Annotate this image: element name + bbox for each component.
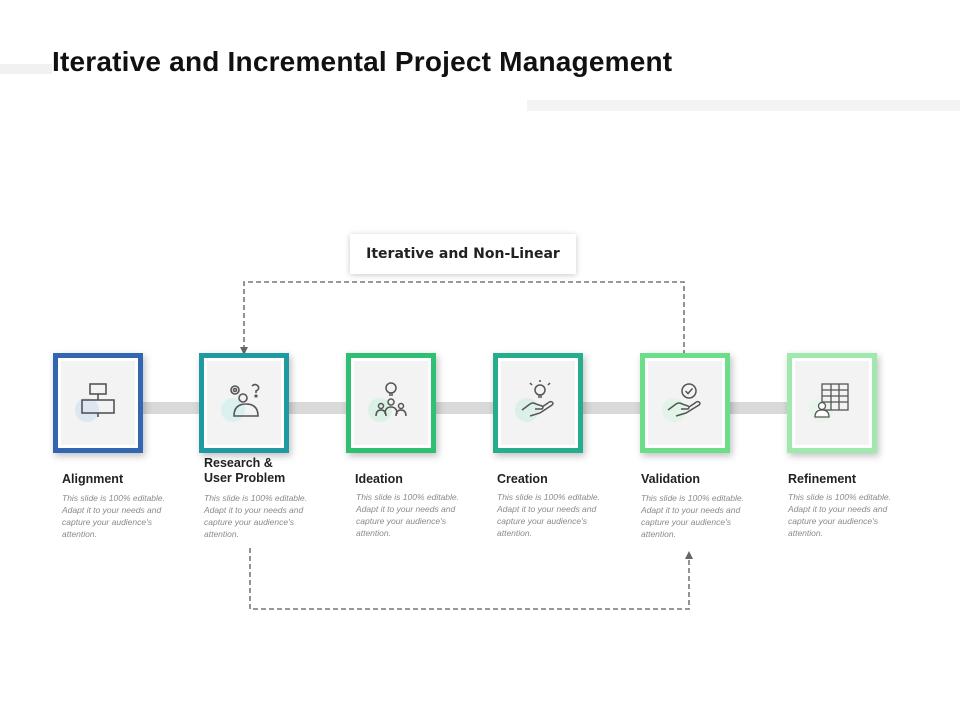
step-validation-box [640,353,730,453]
step-title-validation: Validation [641,472,701,486]
decor-bar-right [527,100,960,111]
step-title-creation: Creation [497,472,548,486]
step-desc-validation: This slide is 100% editable. Adapt it to… [641,493,745,539]
page-title: Iterative and Incremental Project Manage… [52,46,673,77]
hand-bulb-icon [521,380,554,417]
step-desc-alignment: This slide is 100% editable. Adapt it to… [62,493,166,539]
step-desc-research: This slide is 100% editable. Adapt it to… [204,493,308,539]
step-title-refinement: Refinement [788,472,857,486]
bottom-loop-arrow [249,548,693,610]
step-desc-refinement: This slide is 100% editable. Adapt it to… [788,492,892,538]
loop-label-box: Iterative and Non-Linear [350,234,576,274]
step-title-alignment: Alignment [62,472,124,486]
step-creation-box [493,353,583,453]
loop-label: Iterative and Non-Linear [366,246,560,262]
step-title-research: Research & User Problem [204,456,286,485]
flowchart-icon [81,383,115,417]
calendar-person-icon [814,383,849,418]
step-alignment-box [53,353,143,453]
decor-bar-left [0,64,52,74]
step-desc-ideation: This slide is 100% editable. Adapt it to… [356,492,460,538]
idea-team-icon [375,382,407,417]
step-research-box [199,353,289,453]
step-ideation-box [346,353,436,453]
research-gears-icon [230,383,260,417]
hand-check-icon [667,383,701,417]
step-desc-creation: This slide is 100% editable. Adapt it to… [497,492,601,538]
step-title-ideation: Ideation [355,472,403,486]
step-refinement-box [787,353,877,453]
top-loop-arrow [240,281,685,355]
